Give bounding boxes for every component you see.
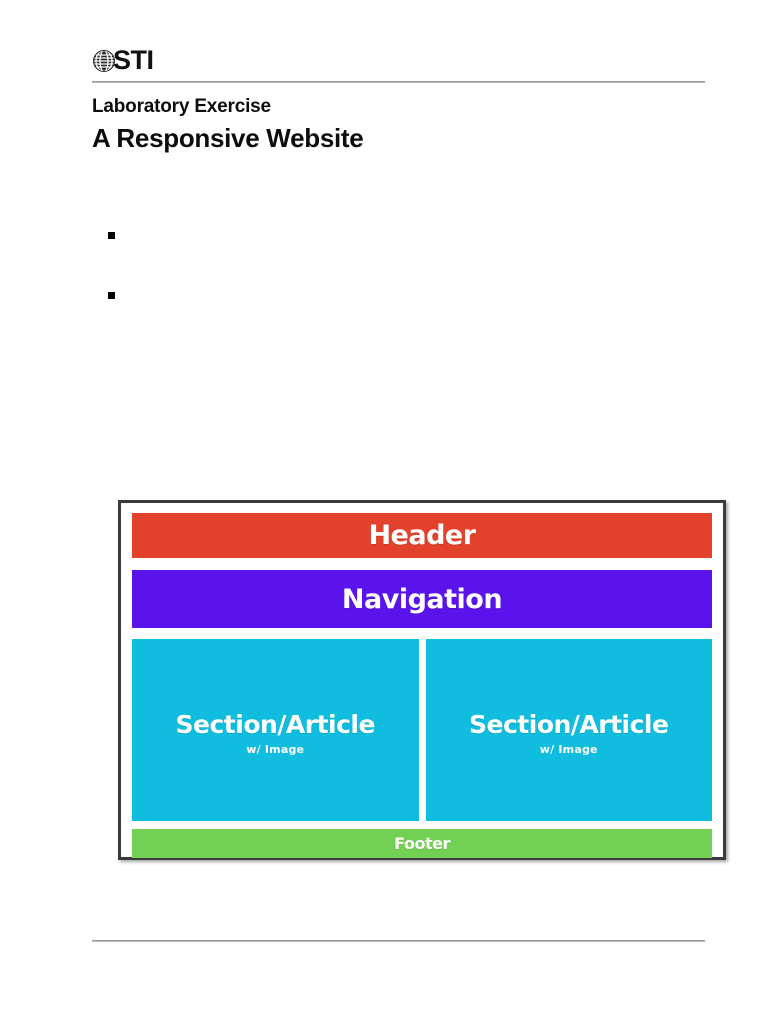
brand-logo-text: STI xyxy=(113,44,154,75)
footer-divider xyxy=(92,940,705,942)
diagram-block-section-left: Section/Article w/ Image xyxy=(132,639,419,821)
document-subtitle: Laboratory Exercise xyxy=(92,96,271,117)
diagram-block-section-right-label: Section/Article xyxy=(469,710,669,739)
diagram-block-footer-label: Footer xyxy=(394,834,450,853)
bullet-list xyxy=(108,222,668,342)
page-title: A Responsive Website xyxy=(92,122,364,153)
brand-logo: STI xyxy=(92,44,705,76)
page-header: STI xyxy=(92,44,705,83)
document-titles: Laboratory Exercise A Responsive Website xyxy=(92,95,712,156)
list-item xyxy=(108,222,668,242)
diagram-block-section-left-label: Section/Article xyxy=(175,710,376,739)
diagram-block-header-label: Header xyxy=(368,520,476,551)
header-divider xyxy=(92,81,705,83)
square-bullet-icon xyxy=(108,232,115,239)
diagram-block-section-left-sublabel: w/ Image xyxy=(246,743,305,756)
diagram-block-navigation: Navigation xyxy=(132,570,712,628)
list-item xyxy=(108,282,668,302)
diagram-block-header: Header xyxy=(132,513,712,558)
diagram-sections-row: Section/Article w/ Image Section/Article… xyxy=(132,639,712,821)
diagram-block-navigation-label: Navigation xyxy=(341,583,503,615)
diagram-block-footer: Footer xyxy=(132,829,712,858)
responsive-layout-diagram: Header Navigation Section/Article w/ Ima… xyxy=(118,500,726,860)
diagram-block-section-right: Section/Article w/ Image xyxy=(425,639,712,821)
globe-icon xyxy=(92,49,116,73)
diagram-block-section-right-sublabel: w/ Image xyxy=(539,743,598,756)
square-bullet-icon xyxy=(108,292,115,299)
